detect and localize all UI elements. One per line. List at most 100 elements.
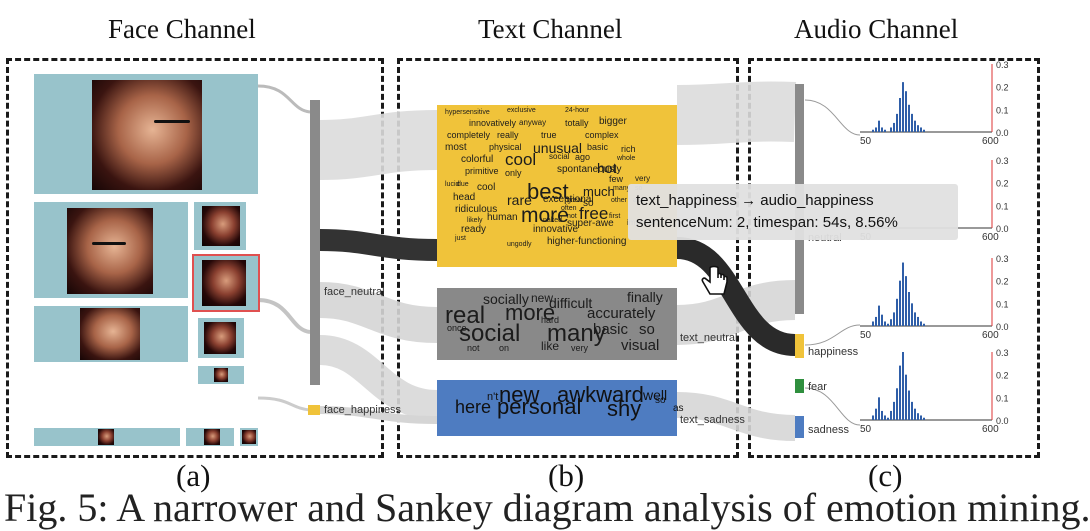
hist-bar — [908, 104, 910, 132]
hist-y-tick: 0.1 — [996, 299, 1009, 309]
audio-sadness-node[interactable] — [795, 416, 804, 438]
cloud-word: great — [567, 197, 583, 204]
face-thumb-4[interactable] — [34, 306, 188, 362]
cloud-word: as — [673, 403, 684, 414]
cloud-word: true — [541, 130, 557, 140]
face-image — [204, 429, 220, 445]
hist-bar — [893, 312, 895, 326]
cloud-word: more — [505, 300, 556, 325]
hist-y-tick: 0.1 — [996, 201, 1009, 211]
flow-face-to-text-happiness — [319, 229, 438, 261]
cloud-word: anyway — [519, 118, 547, 127]
face-thumb-8[interactable] — [186, 428, 234, 446]
hist-bar — [875, 316, 877, 326]
hist-bar — [923, 129, 925, 132]
hist-bar — [908, 390, 910, 420]
face-thumb-7[interactable] — [34, 428, 180, 446]
hist-bar — [878, 397, 880, 420]
hist-y-tick: 0.3 — [996, 254, 1009, 264]
hist-bar — [893, 122, 895, 132]
cloud-word: many — [613, 185, 631, 192]
cloud-word: higher-functioning — [547, 236, 627, 247]
cloud-word: likely — [467, 217, 483, 224]
cloud-word: so — [655, 395, 666, 406]
audio-channel-title: Audio Channel — [794, 14, 959, 44]
cloud-word: personal — [497, 394, 582, 419]
face-image — [214, 368, 228, 382]
hist-bar — [899, 365, 901, 420]
cloud-word: so — [583, 198, 594, 209]
face-thumb-9[interactable] — [240, 428, 258, 446]
hist-y-tick: 0.0 — [996, 224, 1009, 234]
cloud-word: whole — [617, 155, 636, 162]
cloud-word: really — [497, 130, 519, 140]
flow-text-happiness-audio — [676, 81, 797, 145]
hist-bar — [890, 410, 892, 420]
cloud-word: other — [611, 197, 627, 204]
hist-bar — [896, 388, 898, 420]
cloud-word: super-awe — [567, 218, 614, 229]
cloud-word: ago — [575, 152, 591, 162]
hist-y-tick: 0.1 — [996, 393, 1009, 403]
cloud-word: finally — [627, 289, 663, 305]
cloud-word: so — [639, 321, 655, 338]
cloud-word: very — [635, 174, 651, 183]
cloud-word: head — [453, 192, 476, 203]
hist-bar — [887, 417, 889, 420]
flow-neutral-neutral — [319, 282, 438, 343]
hand-cursor-icon — [701, 265, 728, 295]
audio-happiness-label: happiness — [808, 346, 859, 358]
cloud-word: only — [505, 168, 522, 178]
cloud-word: ungodly — [507, 241, 532, 248]
face-thumb-6[interactable] — [198, 366, 244, 384]
face-happiness-node[interactable] — [308, 405, 320, 415]
audio-fear-node[interactable] — [795, 379, 804, 393]
hist-bar — [887, 323, 889, 326]
cloud-word: few — [609, 174, 624, 184]
cloud-word: accurately — [587, 305, 656, 322]
hist-bar — [884, 415, 886, 420]
hist-y-tick: 0.3 — [996, 348, 1009, 358]
hist-y-tick: 0.0 — [996, 322, 1009, 332]
hist-bar — [872, 321, 874, 326]
face-image — [242, 430, 256, 444]
hist-y-tick: 0.3 — [996, 60, 1009, 70]
cloud-word: social — [549, 152, 570, 161]
hist-bar — [896, 298, 898, 326]
face-image — [202, 206, 240, 246]
cloud-word: n't — [487, 391, 499, 403]
face-thumb-2[interactable] — [34, 202, 188, 298]
hist-bar — [923, 323, 925, 326]
hist-y-tick: 0.1 — [996, 105, 1009, 115]
flow-neutral-sadness — [318, 335, 438, 420]
cloud-word: ridiculous — [455, 204, 498, 215]
hist-bar — [881, 410, 883, 420]
cloud-word: complex — [585, 130, 619, 140]
cloud-word: due — [457, 181, 469, 188]
cloud-word: cool — [505, 150, 537, 169]
tooltip-line-2: sentenceNum: 2, timespan: 54s, 8.56% — [636, 214, 898, 231]
text-neutral-label: text_neutral — [680, 332, 738, 344]
tooltip-line-1: text_happiness → audio_happiness — [636, 192, 874, 209]
audio-fear-label: fear — [808, 381, 827, 393]
hist-x-tick: 600 — [982, 330, 999, 341]
hist-bar — [902, 352, 904, 420]
face-neutral-node[interactable] — [310, 100, 320, 385]
hist-bar — [905, 91, 907, 132]
cloud-word: ready — [461, 224, 487, 235]
hist-bar — [896, 113, 898, 132]
hist-bar — [914, 408, 916, 420]
face-thumb-large[interactable] — [34, 74, 258, 194]
face-thumb-3[interactable] — [194, 202, 246, 250]
face-thumb-selected[interactable] — [192, 254, 260, 312]
panel-letter-c: (c) — [868, 458, 903, 493]
hist-bar — [917, 316, 919, 326]
audio-happiness-node[interactable] — [795, 334, 804, 358]
hist-bar — [917, 125, 919, 132]
hist-bar — [923, 417, 925, 420]
face-thumb-5[interactable] — [198, 318, 244, 358]
hist-bar — [899, 280, 901, 326]
